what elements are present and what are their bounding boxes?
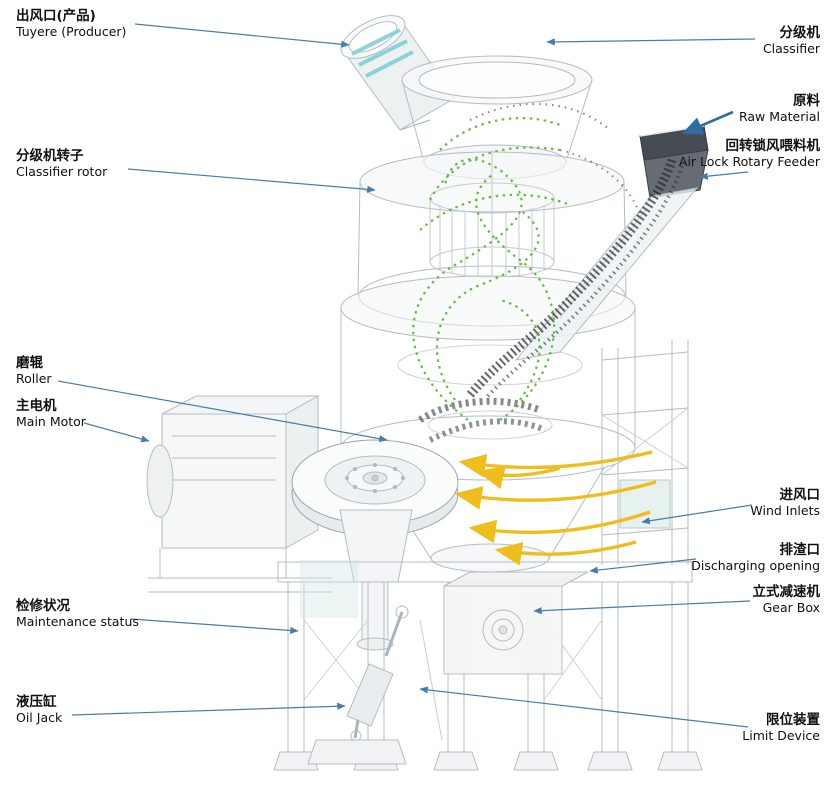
leader-line-main-motor <box>83 422 150 443</box>
green-particle-streams <box>412 117 571 421</box>
label-raw-material: 原料 Raw Material <box>739 93 820 125</box>
tuyere-cyan-stripes <box>351 28 414 78</box>
label-gear-box-zh: 立式减速机 <box>752 584 821 600</box>
leader-line-air-lock-feeder <box>699 171 749 180</box>
label-wind-inlets-zh: 进风口 <box>779 487 821 503</box>
leader-line-limit-device <box>419 686 749 728</box>
machine-body <box>146 15 709 771</box>
label-raw-material-zh: 原料 <box>793 93 820 109</box>
label-wind-inlets: 进风口 Wind Inlets <box>750 487 820 519</box>
label-maintenance-zh: 检修状况 <box>16 598 70 614</box>
leader-line-oil-jack <box>71 702 346 716</box>
label-roller: 磨辊 Roller <box>16 355 52 387</box>
leader-line-roller <box>57 380 388 443</box>
label-tuyere-en: Tuyere (Producer) <box>16 24 127 39</box>
label-gear-box: 立式减速机 Gear Box <box>753 584 821 616</box>
leader-line-discharging <box>589 558 697 574</box>
label-gear-box-en: Gear Box <box>762 600 820 615</box>
label-main-motor: 主电机 Main Motor <box>16 398 86 430</box>
roller-bolts <box>345 463 405 493</box>
label-raw-material-en: Raw Material <box>738 109 820 124</box>
label-main-motor-en: Main Motor <box>16 414 86 429</box>
leader-line-maintenance <box>130 618 299 635</box>
label-oil-jack: 液压缸 Oil Jack <box>16 694 62 726</box>
leader-line-raw-material <box>681 110 734 135</box>
label-discharging-zh: 排渣口 <box>779 542 821 558</box>
feed-chute <box>514 187 699 361</box>
label-main-motor-zh: 主电机 <box>16 398 57 414</box>
leader-line-gear-box <box>533 600 751 615</box>
label-classifier-rotor-en: Classifier rotor <box>16 164 108 179</box>
label-maintenance: 检修状况 Maintenance status <box>16 598 139 630</box>
label-air-lock-feeder-en: Air Lock Rotary Feeder <box>678 154 820 169</box>
label-limit-device-zh: 限位装置 <box>766 712 820 728</box>
label-air-lock-feeder: 回转锁风喂料机 Air Lock Rotary Feeder <box>679 138 820 170</box>
air-lock-feeder-box <box>639 125 709 199</box>
leader-line-classifier-rotor <box>127 168 376 193</box>
label-oil-jack-en: Oil Jack <box>16 710 63 725</box>
label-classifier-zh: 分级机 <box>779 25 821 41</box>
label-maintenance-en: Maintenance status <box>16 614 139 629</box>
leader-lines <box>57 23 756 728</box>
leader-line-tuyere <box>134 23 350 48</box>
label-air-lock-feeder-zh: 回转锁风喂料机 <box>725 138 821 154</box>
raw-material-stream <box>418 102 684 443</box>
label-classifier-en: Classifier <box>762 41 820 56</box>
label-roller-en: Roller <box>16 371 52 386</box>
leader-line-wind-inlets <box>641 504 753 525</box>
label-classifier-rotor-zh: 分级机转子 <box>16 148 84 164</box>
label-classifier-rotor: 分级机转子 Classifier rotor <box>16 148 107 180</box>
grinding-roller <box>291 439 459 651</box>
label-tuyere: 出风口(产品) Tuyere (Producer) <box>16 8 126 40</box>
label-tuyere-zh: 出风口(产品) <box>16 8 96 24</box>
tuyere-pipe <box>340 15 456 131</box>
label-wind-inlets-en: Wind Inlets <box>750 503 820 518</box>
hydraulic-cylinder <box>307 605 443 765</box>
gear-box-body <box>443 571 589 675</box>
label-roller-zh: 磨辊 <box>16 355 43 371</box>
label-limit-device-en: Limit Device <box>742 728 820 743</box>
leader-line-classifier <box>546 38 756 46</box>
label-classifier: 分级机 Classifier <box>763 25 820 57</box>
label-discharging: 排渣口 Discharging opening <box>691 542 820 574</box>
main-motor-box <box>146 395 353 593</box>
wind-arrows <box>454 450 657 566</box>
label-limit-device: 限位装置 Limit Device <box>742 712 820 744</box>
label-oil-jack-zh: 液压缸 <box>16 694 57 710</box>
label-discharging-en: Discharging opening <box>691 558 820 573</box>
